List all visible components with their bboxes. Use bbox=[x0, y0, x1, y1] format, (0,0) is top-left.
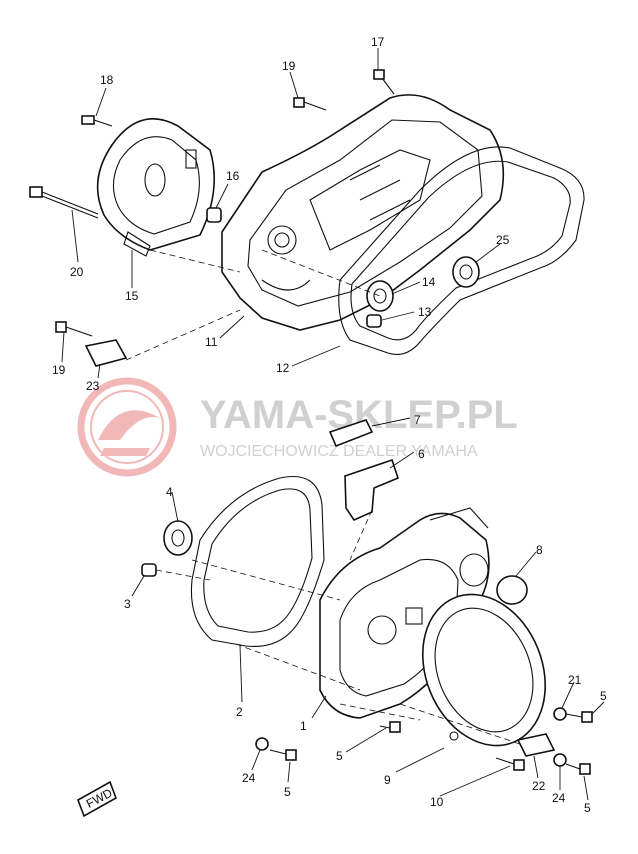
callout-15: 15 bbox=[125, 289, 139, 303]
part-12-gasket bbox=[338, 146, 585, 355]
part-14-seal bbox=[366, 280, 394, 312]
fwd-arrow: FWD bbox=[77, 780, 117, 818]
callout-24-right: 24 bbox=[552, 791, 566, 805]
callout-8: 8 bbox=[536, 543, 543, 557]
callout-11: 11 bbox=[205, 335, 218, 349]
part-24-washer-right bbox=[553, 753, 567, 767]
bolt-10 bbox=[495, 757, 525, 771]
bolt-5-left bbox=[269, 749, 297, 761]
callout-24-left: 24 bbox=[242, 771, 256, 785]
leader-lines bbox=[61, 48, 605, 801]
part-7-plate bbox=[328, 419, 374, 448]
callout-25: 25 bbox=[496, 233, 510, 247]
callout-9: 9 bbox=[384, 773, 391, 787]
callout-5-right-lower: 5 bbox=[584, 801, 591, 815]
part-4-seal bbox=[163, 520, 193, 556]
callout-16: 16 bbox=[226, 169, 240, 183]
bolt-19-lower bbox=[55, 321, 93, 337]
part-21-washer bbox=[553, 707, 567, 721]
callout-5-left: 5 bbox=[284, 785, 291, 799]
callout-5-center: 5 bbox=[336, 749, 343, 763]
part-6-bracket bbox=[344, 458, 399, 522]
bolt-18 bbox=[81, 115, 113, 127]
dowel-16 bbox=[206, 207, 222, 223]
bolt-5-center bbox=[379, 721, 401, 733]
bolt-5-right-upper bbox=[565, 711, 593, 723]
callout-4: 4 bbox=[166, 485, 173, 499]
callout-1: 1 bbox=[300, 719, 307, 733]
part-24-washer-left bbox=[255, 737, 269, 751]
callout-12: 12 bbox=[276, 361, 290, 375]
part-15-cover bbox=[96, 118, 215, 257]
callout-13: 13 bbox=[418, 305, 432, 319]
bolt-5-right-lower bbox=[565, 763, 591, 775]
callout-numbers: 18 19 17 16 20 15 11 12 25 14 13 19 23 7… bbox=[52, 35, 607, 815]
part-22-clamp bbox=[516, 733, 556, 757]
part-8-cap bbox=[496, 575, 528, 605]
callout-17: 17 bbox=[371, 35, 385, 49]
callout-6: 6 bbox=[418, 447, 425, 461]
callout-19-lower: 19 bbox=[52, 363, 66, 377]
callout-5-right-upper: 5 bbox=[600, 689, 607, 703]
part-23-clamp bbox=[84, 339, 128, 367]
part-11-crankcase-cover bbox=[221, 94, 505, 331]
callout-2: 2 bbox=[236, 705, 243, 719]
callout-19-top: 19 bbox=[282, 59, 296, 73]
callout-23: 23 bbox=[86, 379, 100, 393]
part-9-outer-cover bbox=[421, 593, 547, 747]
callout-22: 22 bbox=[532, 779, 546, 793]
part-25-bearing bbox=[452, 256, 480, 288]
alignment-lines-lower bbox=[155, 509, 521, 745]
part-13-dowel bbox=[366, 314, 382, 328]
callout-7: 7 bbox=[414, 413, 421, 427]
bolt-17 bbox=[373, 69, 395, 95]
bolt-20 bbox=[29, 186, 99, 219]
part-1-crankcase-cover bbox=[319, 507, 490, 719]
callout-21: 21 bbox=[568, 673, 582, 687]
callout-10: 10 bbox=[430, 795, 444, 809]
callout-20: 20 bbox=[70, 265, 84, 279]
alignment-lines-upper bbox=[125, 249, 381, 361]
callout-18: 18 bbox=[100, 73, 114, 87]
watermark-logo bbox=[77, 377, 177, 477]
bolt-19-top bbox=[293, 97, 327, 111]
watermark: YAMA-SKLEP.PL WOJCIECHOWICZ DEALER YAMAH… bbox=[77, 377, 518, 477]
part-3-dowel bbox=[141, 563, 157, 577]
part-2-gasket bbox=[190, 476, 325, 648]
callout-3: 3 bbox=[124, 597, 131, 611]
callout-14: 14 bbox=[422, 275, 436, 289]
